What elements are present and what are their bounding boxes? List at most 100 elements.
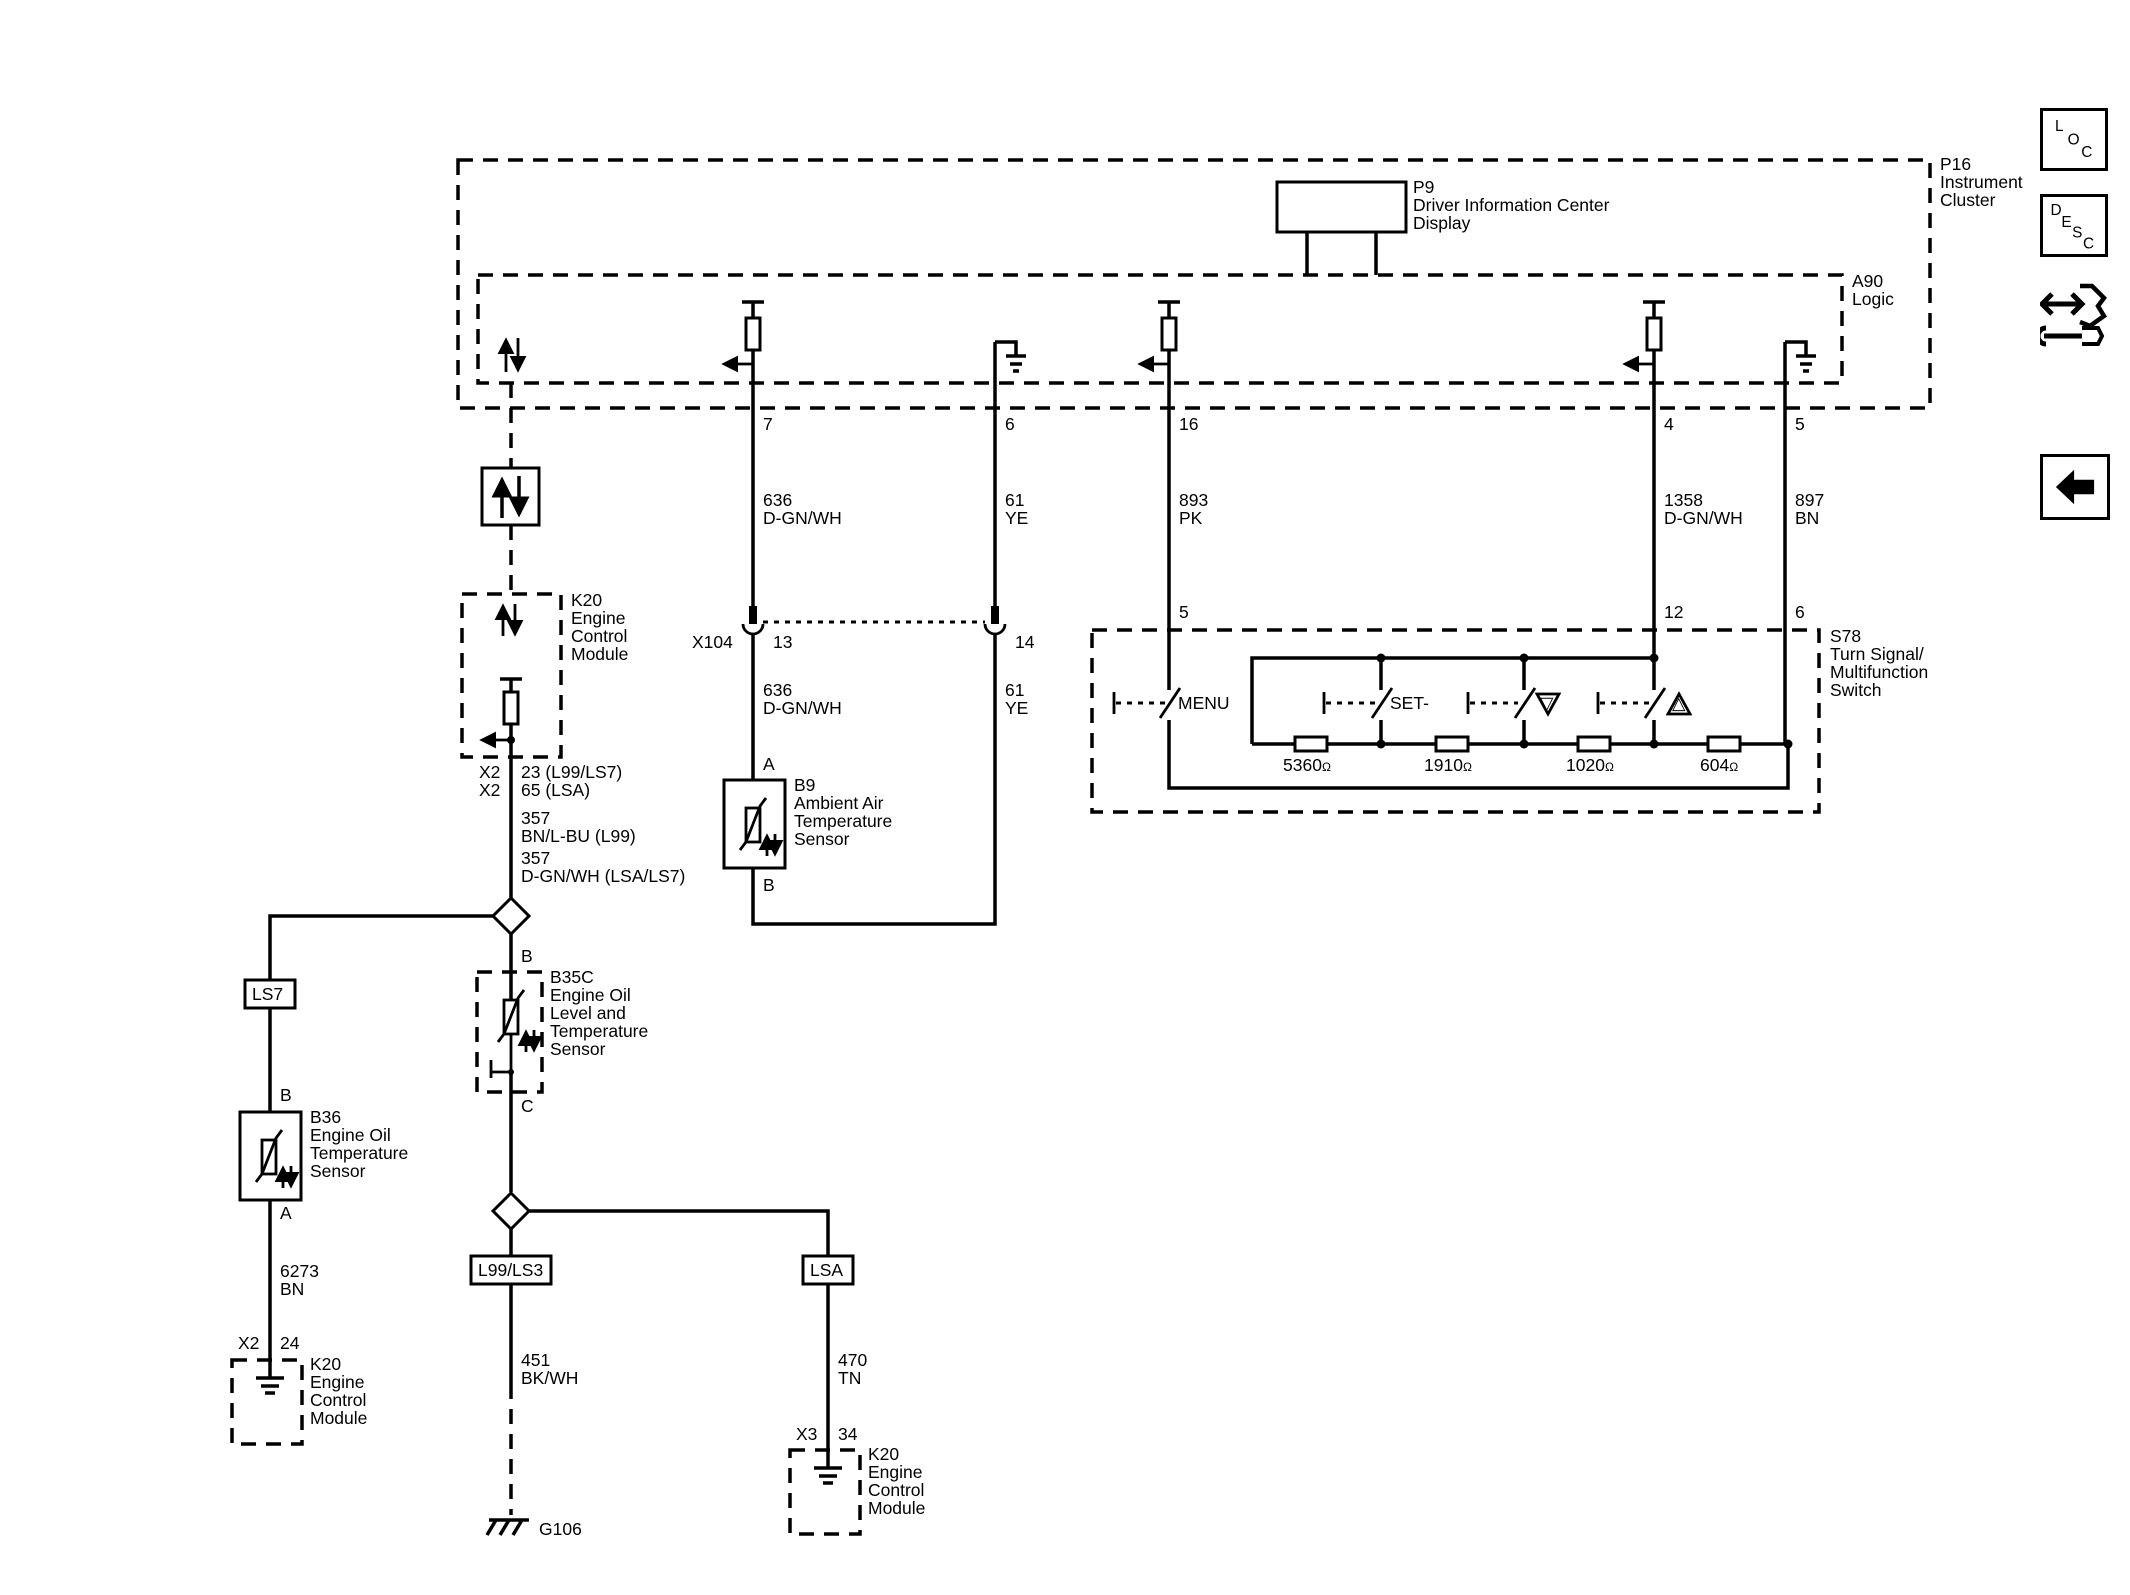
wire-451-color: BK/WH bbox=[521, 1368, 578, 1388]
p16-instrument-cluster-boundary bbox=[456, 158, 1932, 410]
loc-letter-c: C bbox=[2081, 144, 2092, 161]
p16-label-2: Cluster bbox=[1940, 190, 1996, 210]
wire-357a-number: 357 bbox=[521, 808, 550, 828]
option-l99ls3-box bbox=[469, 1254, 553, 1286]
desc-button[interactable]: D E S C bbox=[2040, 194, 2108, 257]
wire-357b-color: D-GN/WH (LSA/LS7) bbox=[521, 866, 685, 886]
k20-br-label-3: Module bbox=[868, 1498, 925, 1518]
s78-label-3: Switch bbox=[1830, 680, 1882, 700]
b9-ref: B9 bbox=[794, 775, 815, 795]
menu-label: MENU bbox=[1178, 693, 1230, 713]
k20-br-boundary bbox=[788, 1448, 862, 1536]
k20-top-label-2: Control bbox=[571, 626, 627, 646]
serial-data-icon bbox=[497, 337, 527, 373]
pin-5: 5 bbox=[1795, 414, 1805, 434]
desc-letter-s: S bbox=[2072, 225, 2082, 242]
resistor-604: 604Ω bbox=[1700, 755, 1738, 775]
set-label: SET- bbox=[1390, 693, 1429, 713]
wire-6273-number: 6273 bbox=[280, 1261, 319, 1281]
g106-label: G106 bbox=[539, 1519, 582, 1539]
p16-label-1: Instrument bbox=[1940, 172, 2023, 192]
a90-ref: A90 bbox=[1852, 271, 1883, 291]
k20-bl-conn: X2 bbox=[238, 1333, 259, 1353]
down-switch-contact bbox=[1466, 687, 1562, 719]
wire-897-color: BN bbox=[1795, 508, 1819, 528]
back-button[interactable] bbox=[2040, 454, 2110, 520]
k20-pin-23: 23 (L99/LS7) bbox=[521, 762, 622, 782]
loc-letter-o: O bbox=[2068, 131, 2080, 148]
k20-br-pin: 34 bbox=[838, 1424, 858, 1444]
wire-357a-color: BN/L-BU (L99) bbox=[521, 826, 636, 846]
b9-label-2: Temperature bbox=[794, 811, 892, 831]
b35c-label-4: Sensor bbox=[550, 1039, 606, 1059]
down-symbol: ▽ bbox=[1540, 693, 1554, 713]
ground-icon-pin5 bbox=[1785, 340, 1816, 373]
back-arrow-icon bbox=[2055, 469, 2095, 505]
k20-br-label-2: Control bbox=[868, 1480, 924, 1500]
option-lsa: LSA bbox=[810, 1260, 843, 1280]
wire-61b-color: YE bbox=[1005, 698, 1028, 718]
pin-16: 16 bbox=[1179, 414, 1198, 434]
resistor-ladder bbox=[1293, 735, 1742, 753]
p9-display-box bbox=[1275, 180, 1408, 234]
b35c-pin-b: B bbox=[521, 946, 533, 966]
k20-bl-ref: K20 bbox=[310, 1354, 341, 1374]
s78-switch-boundary bbox=[1090, 628, 1821, 814]
k20-top-ref: K20 bbox=[571, 590, 602, 610]
k20-bl-label-3: Module bbox=[310, 1408, 367, 1428]
desc-letter-e: E bbox=[2061, 214, 2071, 231]
resistor-5360: 5360Ω bbox=[1283, 755, 1331, 775]
desc-letter-c: C bbox=[2083, 236, 2094, 253]
s78-pin-6: 6 bbox=[1795, 602, 1805, 622]
k20-top-label-1: Engine bbox=[571, 608, 626, 628]
connector-wrench-icon bbox=[2035, 283, 2107, 347]
k20-top-label-3: Module bbox=[571, 644, 628, 664]
switch-junctions bbox=[1376, 653, 1793, 749]
k20-br-conn: X3 bbox=[796, 1424, 817, 1444]
option-l99ls3: L99/LS3 bbox=[478, 1260, 543, 1280]
wire-636-number: 636 bbox=[763, 490, 792, 510]
b36-label-1: Engine Oil bbox=[310, 1125, 391, 1145]
b35c-label-1: Engine Oil bbox=[550, 985, 631, 1005]
wire-636b-number: 636 bbox=[763, 680, 792, 700]
k20-pin-65: 65 (LSA) bbox=[521, 780, 590, 800]
resistor-1020: 1020Ω bbox=[1566, 755, 1614, 775]
b9-pin-b: B bbox=[763, 875, 775, 895]
wire-6273-color: BN bbox=[280, 1279, 304, 1299]
set-switch-contact bbox=[1322, 687, 1394, 719]
b35c-pin-c: C bbox=[521, 1096, 534, 1116]
g106-ground-icon bbox=[485, 1518, 529, 1536]
wire-61-number: 61 bbox=[1005, 490, 1024, 510]
s78-pin-5: 5 bbox=[1179, 602, 1189, 622]
k20-conn-x2b: X2 bbox=[479, 780, 500, 800]
s78-label-1: Turn Signal/ bbox=[1830, 644, 1924, 664]
b35c-label-2: Level and bbox=[550, 1003, 626, 1023]
k20-bl-label-1: Engine bbox=[310, 1372, 365, 1392]
option-ls7: LS7 bbox=[252, 984, 283, 1004]
wire-636-color: D-GN/WH bbox=[763, 508, 842, 528]
pin-6: 6 bbox=[1005, 414, 1015, 434]
wire-893-number: 893 bbox=[1179, 490, 1208, 510]
b36-pin-b: B bbox=[280, 1085, 292, 1105]
p9-label-2: Display bbox=[1413, 213, 1471, 233]
up-switch-contact bbox=[1596, 687, 1693, 719]
p16-ref: P16 bbox=[1940, 154, 1971, 174]
wire-897-number: 897 bbox=[1795, 490, 1824, 510]
pin-4: 4 bbox=[1664, 414, 1674, 434]
option-lsa-box bbox=[801, 1254, 855, 1286]
wire-1358-color: D-GN/WH bbox=[1664, 508, 1743, 528]
k20-conn-x2a: X2 bbox=[479, 762, 500, 782]
b9-label-1: Ambient Air bbox=[794, 793, 884, 813]
b36-ref: B36 bbox=[310, 1107, 341, 1127]
connector-repair-button[interactable] bbox=[2035, 276, 2110, 352]
a90-logic-boundary bbox=[476, 273, 1844, 385]
b35c-sensor-icon bbox=[489, 989, 543, 1078]
x104-label: X104 bbox=[692, 632, 733, 652]
k20-bl-label-2: Control bbox=[310, 1390, 366, 1410]
serial-data-bidirectional-icon bbox=[480, 466, 541, 527]
b9-label-3: Sensor bbox=[794, 829, 850, 849]
b36-label-2: Temperature bbox=[310, 1143, 408, 1163]
up-symbol: △ bbox=[1672, 693, 1686, 713]
loc-button[interactable]: L O C bbox=[2040, 108, 2108, 171]
